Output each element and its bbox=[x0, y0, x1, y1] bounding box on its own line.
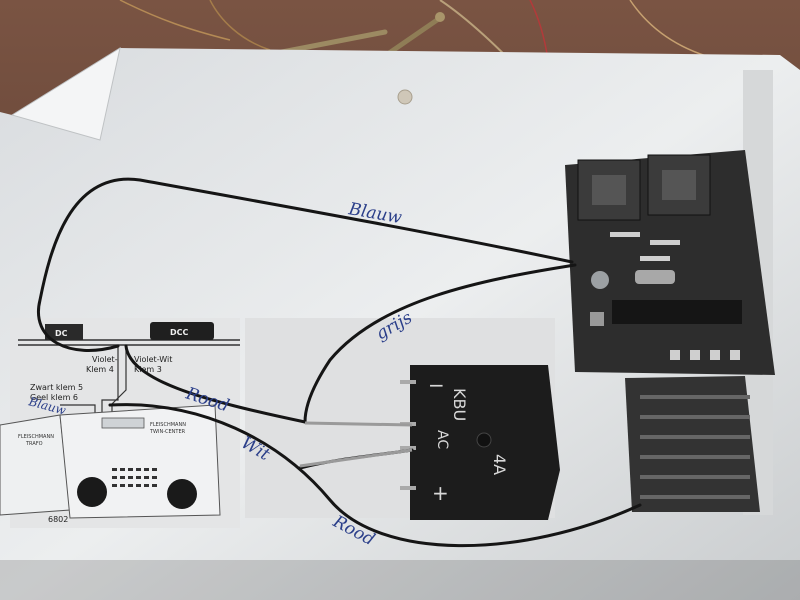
zwart-klem5-label: Zwart klem 5 bbox=[30, 383, 83, 392]
transformer-drawing: FLEISCHMANN TRAFO bbox=[0, 414, 71, 516]
screw bbox=[279, 29, 388, 55]
model-number: 6802 bbox=[48, 515, 68, 524]
wire-rood-lower bbox=[108, 403, 642, 548]
rj-jack-right bbox=[662, 170, 696, 200]
klem3-label: Klem 3 bbox=[134, 365, 162, 374]
microcontroller-chip bbox=[612, 300, 742, 324]
rectifier-plus: + bbox=[432, 481, 449, 505]
twin-center-controller-drawing: FLEISCHMANN TWIN-CENTER bbox=[59, 404, 221, 519]
paper-folded-corner bbox=[10, 46, 121, 141]
loose-wire bbox=[119, 0, 231, 41]
transformer-sub: TRAFO bbox=[25, 441, 43, 447]
controller-buttons bbox=[112, 468, 157, 487]
push-button bbox=[590, 312, 604, 326]
shadow-vignette bbox=[0, 560, 800, 600]
bridge-rectifier: − KBU AC 4A + bbox=[400, 365, 560, 520]
rectifier-rating: 4A bbox=[490, 454, 509, 475]
paper-hole bbox=[397, 89, 413, 105]
dcc-locomotive: DCC bbox=[150, 322, 214, 340]
dcc-loco-label: DCC bbox=[170, 328, 189, 337]
diagram-wire bbox=[101, 345, 119, 420]
controller-knob-right bbox=[167, 479, 197, 509]
controller-display bbox=[101, 417, 145, 429]
switch-pcb-components bbox=[640, 395, 750, 499]
loose-wire bbox=[209, 0, 271, 51]
transformer-brand: FLEISCHMANN bbox=[18, 434, 54, 440]
violet-wit-label: Violet-Wit bbox=[134, 355, 172, 364]
screw-head bbox=[435, 12, 445, 22]
rectifier-mount-hole bbox=[476, 432, 492, 448]
geel-klem6-label: Geel klem 6 bbox=[30, 393, 78, 402]
controller-brand: FLEISCHMANN bbox=[150, 422, 186, 428]
rectifier-ac: AC bbox=[434, 430, 450, 449]
decoder-pcb bbox=[565, 150, 775, 375]
controller-knob-left bbox=[77, 477, 107, 507]
controller-sub: TWIN-CENTER bbox=[149, 429, 186, 435]
dc-loco-label: DC bbox=[55, 329, 68, 338]
rectifier-brand: KBU bbox=[450, 388, 469, 421]
capacitor bbox=[591, 271, 609, 289]
switch-pcb bbox=[625, 376, 760, 512]
wire-grijs bbox=[303, 263, 577, 424]
violet-label: Violet- bbox=[92, 355, 118, 364]
rectifier-minus: − bbox=[428, 373, 445, 397]
rj-jack-left bbox=[592, 175, 626, 205]
klem4-label: Klem 4 bbox=[86, 365, 114, 374]
dc-locomotive: DC bbox=[45, 324, 83, 340]
crystal bbox=[635, 270, 675, 284]
lead-ac-2 bbox=[299, 448, 413, 468]
wire-blauw bbox=[37, 177, 574, 352]
lead-ac-1 bbox=[304, 421, 413, 427]
wire-rood-upper bbox=[124, 344, 307, 424]
pcb-resistors bbox=[610, 232, 740, 360]
